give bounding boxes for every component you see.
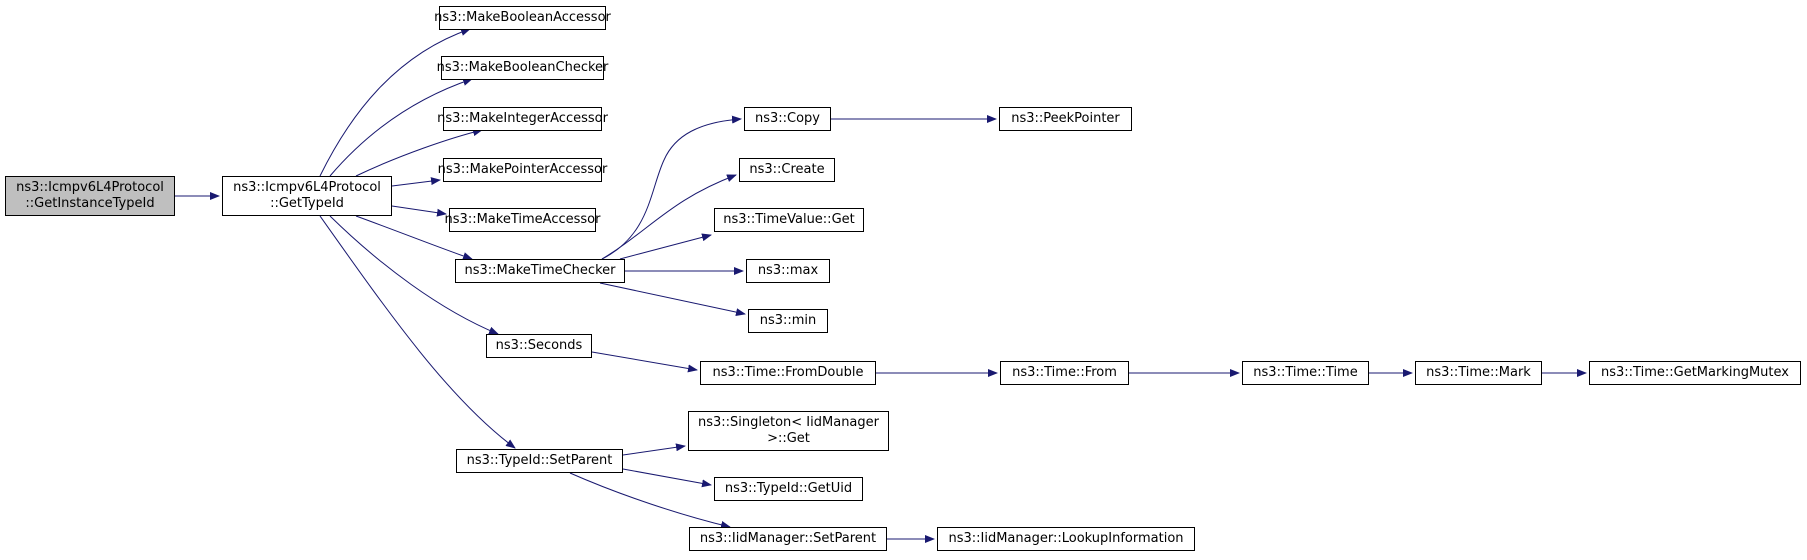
node-singleton-get-line2: >::Get [767,431,810,446]
node-time-from[interactable]: ns3::Time::From [1000,361,1129,385]
node-seconds[interactable]: ns3::Seconds [486,334,592,358]
node-makebooleanchecker[interactable]: ns3::MakeBooleanChecker [437,56,608,80]
node-iidmanager-setparent[interactable]: ns3::IidManager::SetParent [689,527,887,551]
edge-gettypeid-to-typeid-setparent [319,215,516,449]
edge-typeid-setparent-to-singleton-get [622,443,686,456]
node-makeintegeraccessor-label: ns3::MakeIntegerAccessor [437,111,608,126]
node-create[interactable]: ns3::Create [739,158,835,182]
node-iidmanager-lookupinformation-label: ns3::IidManager::LookupInformation [948,531,1184,546]
node-typeid-setparent-label: ns3::TypeId::SetParent [466,453,613,468]
edge-gettypeid-to-makepointeraccessor [391,177,441,187]
edge-typeid-setparent-to-typeid-getuid [622,468,712,488]
edge-gettypeid-to-makebooleanaccessor [319,28,471,177]
node-min-label: ns3::min [759,313,817,328]
edge-gettypeid-to-makebooleanchecker [329,78,473,177]
node-maketimechecker-label: ns3::MakeTimeChecker [464,263,616,278]
node-gettypeid-line1: ns3::Icmpv6L4Protocol [233,180,381,195]
node-makeintegeraccessor[interactable]: ns3::MakeIntegerAccessor [437,107,608,131]
node-makebooleanaccessor[interactable]: ns3::MakeBooleanAccessor [434,6,611,30]
node-peekpointer[interactable]: ns3::PeekPointer [999,107,1132,131]
edge-gettypeid-to-maketimeaccessor [391,205,447,217]
node-time-time[interactable]: ns3::Time::Time [1242,361,1369,385]
node-typeid-setparent[interactable]: ns3::TypeId::SetParent [456,449,623,473]
node-singleton-get-line1: ns3::Singleton< IidManager [697,415,879,430]
node-root-line2: ::GetInstanceTypeId [25,196,155,211]
node-time-fromdouble[interactable]: ns3::Time::FromDouble [700,361,876,385]
node-iidmanager-setparent-label: ns3::IidManager::SetParent [699,531,877,546]
node-gettypeid-line2: ::GetTypeId [270,196,344,211]
node-time-mark-label: ns3::Time::Mark [1426,365,1531,380]
edge-seconds-to-time-fromdouble [591,351,698,373]
edge-maketimechecker-to-min [599,282,746,317]
node-create-label: ns3::Create [749,162,825,177]
node-max[interactable]: ns3::max [746,259,830,283]
node-typeid-getuid-label: ns3::TypeId::GetUid [724,481,853,496]
node-maketimeaccessor-label: ns3::MakeTimeAccessor [444,212,601,227]
edge-maketimechecker-to-copy [601,115,742,260]
node-copy[interactable]: ns3::Copy [744,107,831,131]
node-singleton-get[interactable]: ns3::Singleton< IidManager >::Get [688,411,889,451]
node-peekpointer-label: ns3::PeekPointer [1011,111,1120,126]
node-copy-label: ns3::Copy [754,111,821,126]
node-makepointeraccessor[interactable]: ns3::MakePointerAccessor [438,158,607,182]
node-min[interactable]: ns3::min [748,309,828,333]
node-time-getmarkingmutex-label: ns3::Time::GetMarkingMutex [1601,365,1789,380]
node-timevalue-get[interactable]: ns3::TimeValue::Get [714,208,864,232]
edge-gettypeid-to-maketimechecker [355,215,473,260]
edge-typeid-setparent-to-iidmanager-setparent [569,472,731,529]
node-time-fromdouble-label: ns3::Time::FromDouble [712,365,864,380]
node-time-time-label: ns3::Time::Time [1253,365,1358,380]
node-maketimeaccessor[interactable]: ns3::MakeTimeAccessor [445,208,600,232]
node-root-line1: ns3::Icmpv6L4Protocol [16,180,164,195]
edge-maketimechecker-to-create [601,174,737,260]
node-timevalue-get-label: ns3::TimeValue::Get [723,212,855,227]
edge-gettypeid-to-seconds [329,215,499,335]
node-typeid-getuid[interactable]: ns3::TypeId::GetUid [714,477,863,501]
node-makepointeraccessor-label: ns3::MakePointerAccessor [437,162,608,177]
node-time-getmarkingmutex[interactable]: ns3::Time::GetMarkingMutex [1589,361,1801,385]
node-max-label: ns3::max [757,263,819,278]
edge-gettypeid-to-makeintegeraccessor [355,128,483,177]
node-gettypeid[interactable]: ns3::Icmpv6L4Protocol ::GetTypeId [222,176,392,216]
node-time-mark[interactable]: ns3::Time::Mark [1415,361,1542,385]
node-maketimechecker[interactable]: ns3::MakeTimeChecker [455,259,625,283]
node-root: ns3::Icmpv6L4Protocol ::GetInstanceTypeI… [5,176,175,216]
node-seconds-label: ns3::Seconds [495,338,583,353]
node-iidmanager-lookupinformation[interactable]: ns3::IidManager::LookupInformation [937,527,1195,551]
edge-maketimechecker-to-timevalue-get [619,233,712,260]
node-makebooleanchecker-label: ns3::MakeBooleanChecker [436,60,609,75]
node-time-from-label: ns3::Time::From [1012,365,1117,380]
node-makebooleanaccessor-label: ns3::MakeBooleanAccessor [434,10,611,25]
